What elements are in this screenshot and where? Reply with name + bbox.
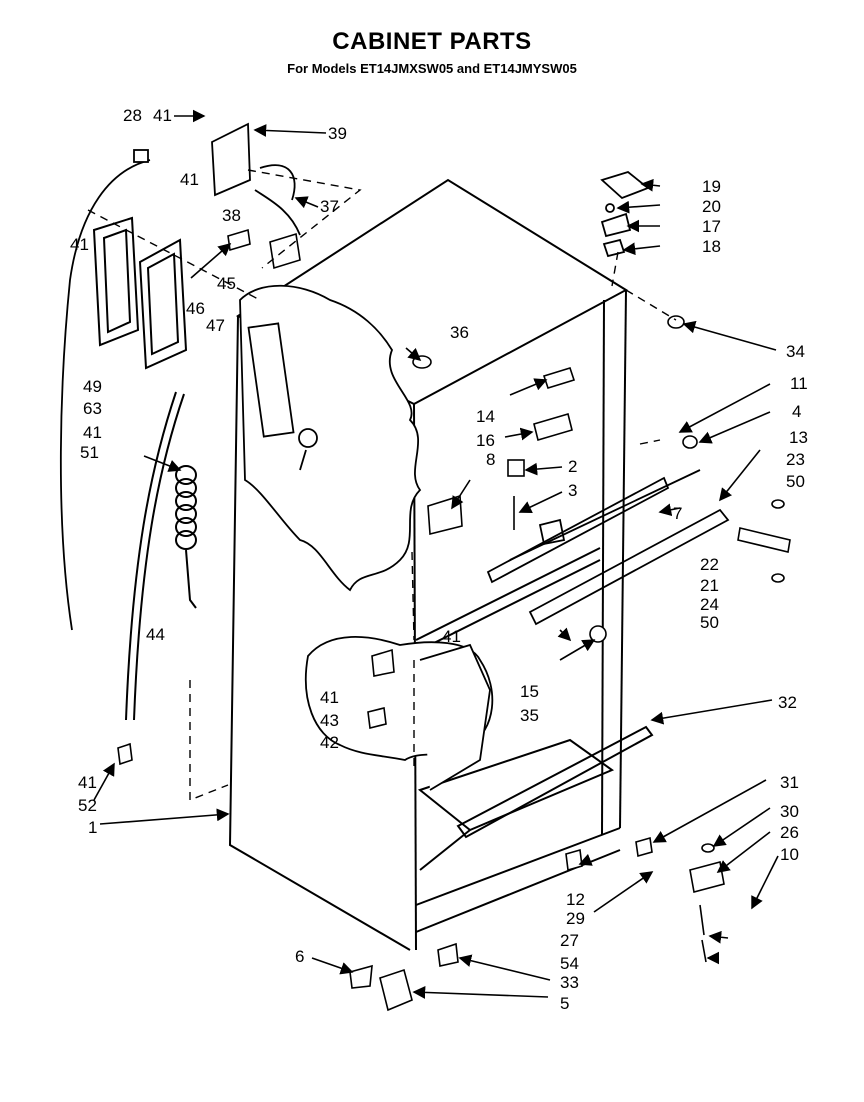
callout-labels: 28 41 39 41 38 37 41 45 46 47 49 63 41 5…: [70, 106, 808, 1013]
top-hinge-parts: [600, 170, 650, 258]
callout-37: 37: [320, 197, 339, 216]
callout-34: 34: [786, 342, 805, 361]
callout-23: 23: [786, 450, 805, 469]
callout-13: 13: [789, 428, 808, 447]
callout-44: 44: [146, 625, 165, 644]
lower-cutaway: [304, 636, 494, 791]
callout-41: 41: [320, 688, 339, 707]
control-housing-frames: [92, 216, 188, 370]
page-subtitle: For Models ET14JMXSW05 and ET14JMYSW05: [287, 61, 577, 76]
callout-7: 7: [673, 504, 682, 523]
callout-15: 15: [520, 682, 539, 701]
callout-11: 11: [790, 374, 808, 393]
drain-tube: [125, 391, 185, 721]
callout-20: 20: [702, 197, 721, 216]
callout-33: 33: [560, 973, 579, 992]
callout-50: 50: [786, 472, 805, 491]
callout-29: 29: [566, 909, 585, 928]
callout-54: 54: [560, 954, 579, 973]
callout-24: 24: [700, 595, 719, 614]
callout-14: 14: [476, 407, 495, 426]
callout-21: 21: [700, 576, 719, 595]
callout-41: 41: [442, 627, 461, 646]
callout-36: 36: [450, 323, 469, 342]
callout-41: 41: [83, 423, 102, 442]
callout-51: 51: [80, 443, 99, 462]
callout-42: 42: [320, 733, 339, 752]
callout-41: 41: [78, 773, 97, 792]
callout-5: 5: [560, 994, 569, 1013]
callout-49: 49: [83, 377, 102, 396]
callout-39: 39: [328, 124, 347, 143]
callout-16: 16: [476, 431, 495, 450]
callout-26: 26: [780, 823, 799, 842]
callout-30: 30: [780, 802, 799, 821]
callout-47: 47: [206, 316, 225, 335]
callout-10: 10: [780, 845, 799, 864]
callout-2: 2: [568, 457, 577, 476]
callout-41: 41: [153, 106, 172, 125]
callout-50: 50: [700, 613, 719, 632]
callout-28: 28: [123, 106, 142, 125]
power-cord-coil: [175, 465, 197, 609]
alignment-lines: [87, 169, 677, 802]
small-parts: [117, 228, 791, 1012]
callout-17: 17: [702, 217, 721, 236]
cutaway-interior: [239, 284, 422, 592]
callout-4: 4: [792, 402, 801, 421]
callout-32: 32: [778, 693, 797, 712]
callout-8: 8: [486, 450, 495, 469]
callout-63: 63: [83, 399, 102, 418]
callout-38: 38: [222, 206, 241, 225]
callout-27: 27: [560, 931, 579, 950]
leader-lines: [93, 109, 779, 999]
callout-41: 41: [70, 235, 89, 254]
callout-35: 35: [520, 706, 539, 725]
harness-bracket: [59, 122, 301, 631]
divider-rails: [486, 469, 730, 626]
callout-41: 41: [180, 170, 199, 189]
callout-22: 22: [700, 555, 719, 574]
callout-46: 46: [186, 299, 205, 318]
callout-18: 18: [702, 237, 721, 256]
callout-1: 1: [88, 818, 97, 837]
callout-43: 43: [320, 711, 339, 730]
callout-19: 19: [702, 177, 721, 196]
callout-3: 3: [568, 481, 577, 500]
callout-6: 6: [295, 947, 304, 966]
callout-52: 52: [78, 796, 97, 815]
callout-45: 45: [217, 274, 236, 293]
page-title: CABINET PARTS: [332, 28, 532, 55]
callout-31: 31: [780, 773, 799, 792]
callout-12: 12: [566, 890, 585, 909]
